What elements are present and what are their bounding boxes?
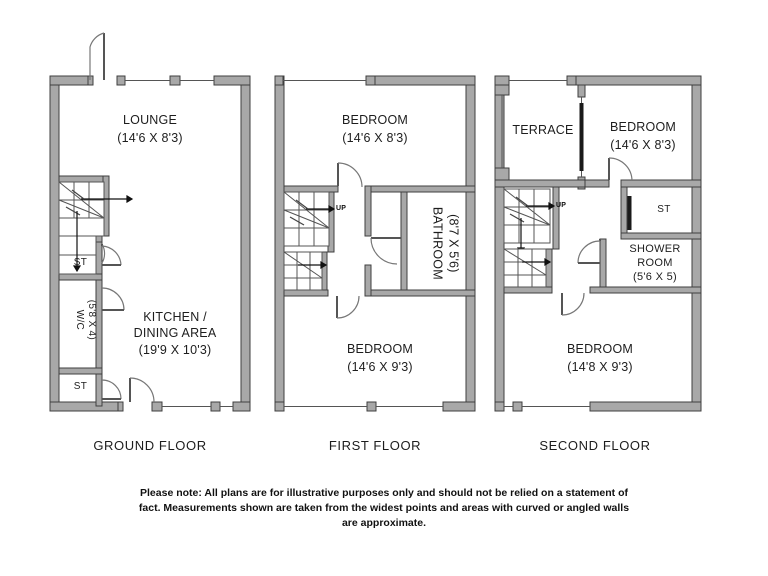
room-dim-kitchen: (19'9 X 10'3): [138, 343, 212, 357]
room-label-lounge: LOUNGE: [123, 113, 177, 127]
floor-title-first: FIRST FLOOR: [328, 438, 422, 453]
room-dim-bedroom-second-top: (14'6 X 8'3): [610, 138, 676, 152]
room-label-bedroom-second-bottom: BEDROOM: [567, 342, 633, 356]
room-dim-wc: (5'8 X 4): [85, 299, 97, 340]
room-label-shower-room: ROOM: [637, 257, 673, 269]
second-floor-plan: [494, 75, 702, 412]
first-floor-plan: [274, 75, 476, 412]
room-label-bedroom-first-bottom: BEDROOM: [347, 342, 413, 356]
room-label-st-ground-top: ST: [73, 257, 88, 268]
room-label-dining: DINING AREA: [133, 326, 217, 340]
room-dim-bedroom-second-bottom: (14'8 X 9'3): [567, 360, 633, 374]
room-label-bedroom-second-top: BEDROOM: [610, 120, 676, 134]
disclaimer-note: Please note: All plans are for illustrat…: [138, 487, 630, 530]
room-label-kitchen: KITCHEN /: [143, 310, 207, 324]
room-label-st-ground-bottom: ST: [73, 381, 88, 392]
room-dim-bedroom-first-top: (14'6 X 8'3): [342, 131, 408, 145]
room-label-wc: W/C: [73, 309, 85, 331]
stair-up-marker-first: UP: [336, 205, 347, 212]
room-label-shower: SHOWER: [629, 243, 681, 255]
room-dim-bedroom-first-bottom: (14'6 X 9'3): [347, 360, 413, 374]
room-label-bedroom-first-top: BEDROOM: [342, 113, 408, 127]
stair-up-marker-second: UP: [556, 202, 567, 209]
room-label-bathroom: BATHROOM: [430, 206, 445, 280]
ground-floor-plan: [49, 32, 251, 412]
floor-title-second: SECOND FLOOR: [539, 438, 651, 453]
floor-title-ground: GROUND FLOOR: [93, 438, 207, 453]
room-dim-shower: (5'6 X 5): [633, 271, 677, 283]
room-label-st-second: ST: [657, 204, 671, 215]
room-label-terrace: TERRACE: [512, 123, 574, 137]
room-dim-bathroom: (8'7 X 5'6): [446, 214, 461, 273]
room-dim-lounge: (14'6 X 8'3): [117, 131, 183, 145]
